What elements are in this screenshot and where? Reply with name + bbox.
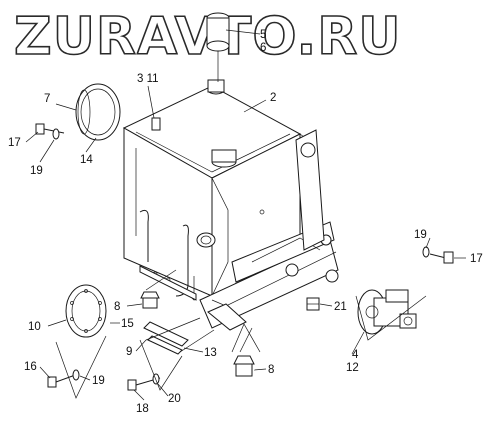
cover-plate xyxy=(65,284,107,338)
column-cap xyxy=(300,142,316,158)
bolt-lower-left xyxy=(47,369,80,388)
callout-20: 20 xyxy=(168,393,181,405)
drain-flange xyxy=(207,303,247,331)
front-strip xyxy=(139,265,197,301)
gasket-ring-outer xyxy=(75,83,121,141)
hose-left xyxy=(139,209,149,262)
callout-5: 5 xyxy=(260,29,266,41)
gasket-ring xyxy=(75,83,121,141)
callout-15: 15 xyxy=(121,318,134,330)
callout-12: 12 xyxy=(346,362,359,374)
plug-upper xyxy=(140,291,160,309)
washer xyxy=(52,128,60,140)
callout-labels: 2 3 11 5 6 7 17 14 19 19 17 8 10 15 21 9… xyxy=(8,29,483,415)
callout-14: 14 xyxy=(80,154,93,166)
pump-top xyxy=(385,289,409,303)
callout-17-left: 17 xyxy=(8,137,21,149)
callout-10: 10 xyxy=(28,321,41,333)
callout-8-lower: 8 xyxy=(268,364,274,376)
pump-assembly xyxy=(357,289,417,335)
tank-column xyxy=(295,129,325,251)
callout-17-right: 17 xyxy=(470,253,483,265)
bolt-head xyxy=(443,251,454,264)
bolt-right xyxy=(422,246,454,264)
sight-gauge xyxy=(196,232,216,248)
side-port xyxy=(325,269,339,283)
breather-cap-bottom xyxy=(206,40,230,52)
bolt-head xyxy=(127,379,137,391)
callout-4: 4 xyxy=(352,349,359,361)
callout-16: 16 xyxy=(24,361,37,373)
callout-8-upper: 8 xyxy=(114,301,120,313)
plug-head xyxy=(140,291,160,299)
callout-3-11: 3 11 xyxy=(137,73,159,85)
bolt-head xyxy=(47,376,57,388)
bolt-top-left xyxy=(35,123,65,140)
hose-right xyxy=(175,224,189,297)
gasket-strip-upper xyxy=(143,321,189,347)
plug-21 xyxy=(306,297,320,311)
filler-neck xyxy=(207,79,225,93)
washer xyxy=(422,246,430,258)
washer xyxy=(72,369,80,381)
callout-13: 13 xyxy=(204,347,217,359)
callout-9: 9 xyxy=(126,346,132,358)
callout-21: 21 xyxy=(334,301,347,313)
bolt-bottom xyxy=(127,373,161,391)
plug-head xyxy=(233,355,255,365)
callout-18: 18 xyxy=(136,403,149,415)
plug-lower xyxy=(233,355,255,377)
callout-19-right: 19 xyxy=(414,229,427,241)
callout-19-left: 19 xyxy=(30,165,43,177)
cover-plate-face xyxy=(65,284,107,338)
filler-cap-body xyxy=(211,149,237,163)
gasket-strip xyxy=(143,321,189,355)
callout-2: 2 xyxy=(270,92,276,104)
gasket-strip-lower xyxy=(147,335,183,355)
callout-19-bottom: 19 xyxy=(92,375,105,387)
leader-lines xyxy=(25,29,466,401)
hydraulic-tank xyxy=(122,12,339,331)
sensor-plug xyxy=(151,117,161,131)
bracket-bolt xyxy=(285,263,299,277)
plug-body xyxy=(142,297,158,309)
callout-6: 6 xyxy=(260,42,266,54)
pump-outlet xyxy=(399,313,417,329)
plug-body xyxy=(235,363,253,377)
callout-7: 7 xyxy=(44,93,50,105)
